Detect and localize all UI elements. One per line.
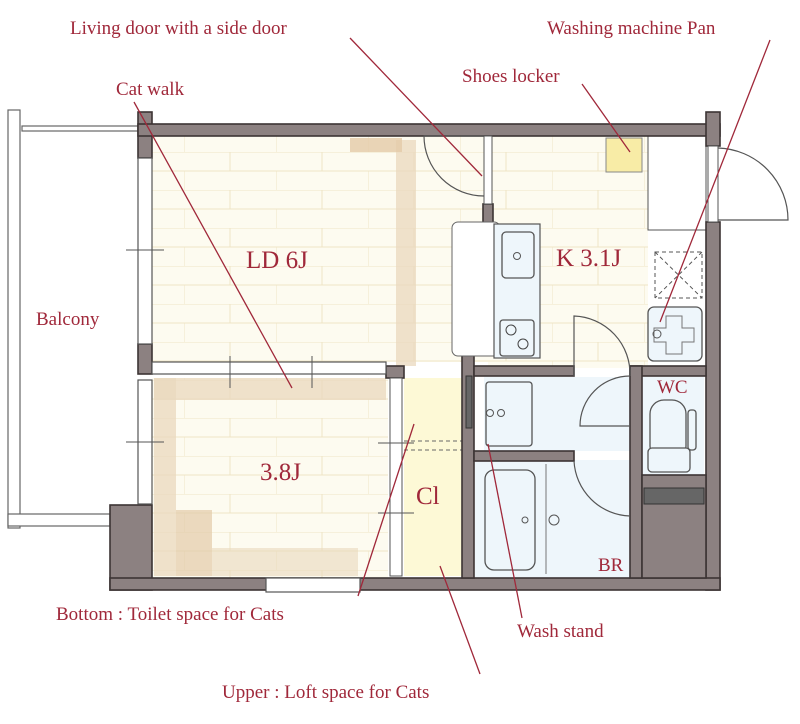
- room-label-closet: Cl: [416, 483, 440, 510]
- stove-icon: [499, 319, 535, 357]
- leader-lines: [133, 37, 771, 675]
- washing-machine-pan-icon: [647, 306, 703, 362]
- room-label-kitchen: K 3.1J: [556, 245, 622, 272]
- balcony: [7, 109, 141, 529]
- kitchen-counter: [451, 137, 703, 362]
- walls: [109, 111, 721, 591]
- callout-washing-machine-pan: Washing machine Pan: [547, 18, 716, 39]
- callout-shoes-locker: Shoes locker: [462, 66, 560, 87]
- floors: [152, 135, 707, 578]
- room-label-wc: WC: [657, 377, 688, 398]
- doors: [423, 135, 789, 517]
- room-label-ld: LD 6J: [246, 247, 308, 274]
- room-label-bathroom: BR: [598, 555, 624, 576]
- callout-toilet-space-cats: Bottom : Toilet space for Cats: [56, 604, 284, 625]
- wet-fixtures: [484, 381, 697, 574]
- callout-loft-space-cats: Upper : Loft space for Cats: [222, 682, 429, 703]
- room-label-bedroom: 3.8J: [260, 459, 301, 486]
- washing-machine-space: [654, 251, 703, 299]
- callout-wash-stand: Wash stand: [517, 621, 604, 642]
- room-label-balcony: Balcony: [36, 309, 100, 330]
- callout-living-door: Living door with a side door: [70, 18, 288, 39]
- wash-stand-icon: [485, 381, 533, 447]
- windows: [126, 157, 414, 593]
- callout-cat-walk: Cat walk: [116, 79, 185, 100]
- kitchen-sink-icon: [501, 231, 535, 279]
